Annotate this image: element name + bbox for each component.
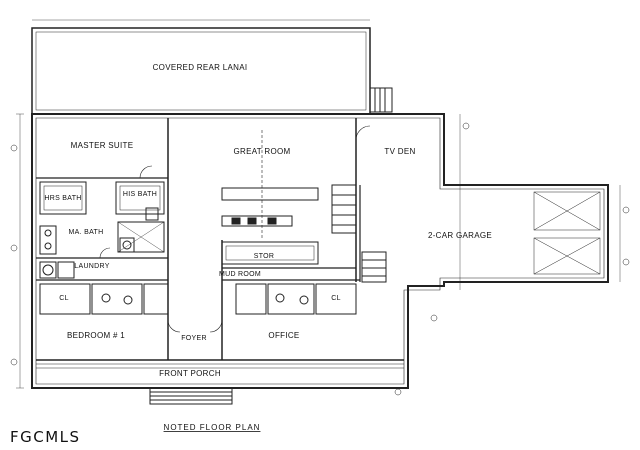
- lanai-steps: [369, 87, 393, 113]
- room-label-his-bath: HIS BATH: [123, 191, 157, 198]
- room-label-great-room: GREAT ROOM: [234, 147, 291, 156]
- room-label-bedroom: BEDROOM # 1: [67, 331, 125, 340]
- room-label-garage: 2-CAR GARAGE: [428, 231, 492, 240]
- room-label-tv-den: TV DEN: [384, 147, 415, 156]
- room-label-master-suite: MASTER SUITE: [71, 141, 134, 150]
- room-label-closet-left: CL: [59, 295, 69, 302]
- room-label-mud-room: MUD ROOM: [219, 271, 261, 278]
- house-outline: [31, 113, 609, 389]
- room-label-office: OFFICE: [268, 331, 299, 340]
- room-label-stor: STOR: [254, 253, 275, 260]
- room-label-foyer: FOYER: [181, 335, 207, 342]
- room-label-ma-bath: MA. BATH: [69, 229, 104, 236]
- room-label-laundry: LAUNDRY: [74, 263, 109, 270]
- room-label-closet-right: CL: [331, 295, 341, 302]
- watermark-logo: FGCMLS: [10, 428, 81, 446]
- room-label-front-porch: FRONT PORCH: [159, 369, 221, 378]
- room-label-hrs-bath: HRS BATH: [44, 195, 81, 202]
- plan-title: NOTED FLOOR PLAN: [164, 423, 261, 432]
- room-label-lanai: COVERED REAR LANAI: [153, 63, 248, 72]
